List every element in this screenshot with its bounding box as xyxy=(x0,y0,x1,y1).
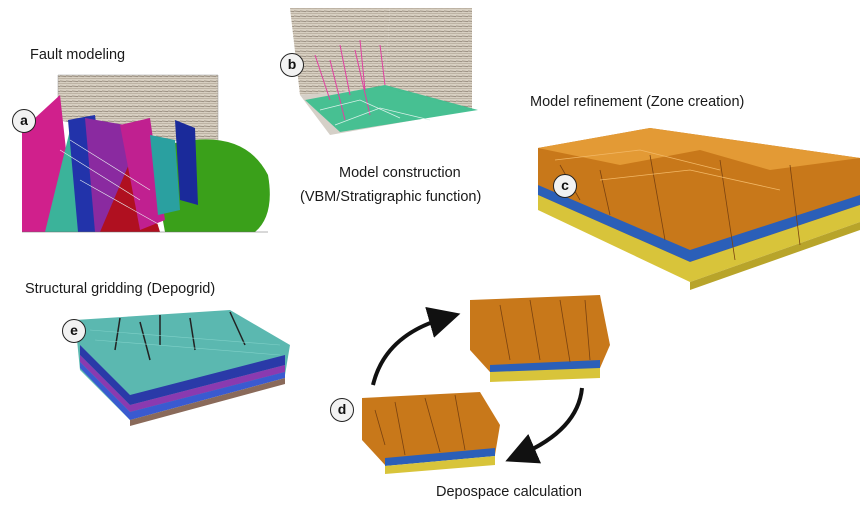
badge-c: c xyxy=(553,174,577,198)
depospace-block-top xyxy=(470,295,610,382)
depospace-block-bottom xyxy=(362,392,500,474)
structural-grid-image xyxy=(75,310,290,426)
depospace-calculation-label: Depospace calculation xyxy=(436,484,582,500)
structural-gridding-label: Structural gridding (Depogrid) xyxy=(25,281,216,297)
model-construction-label-line2: (VBM/Stratigraphic function) xyxy=(300,189,482,205)
model-refinement-label: Model refinement (Zone creation) xyxy=(530,94,745,110)
model-refinement-image xyxy=(538,128,860,290)
model-construction-label-line1: Model construction xyxy=(339,165,461,181)
cycle-arrow-up xyxy=(371,306,461,386)
fault-modeling-label: Fault modeling xyxy=(30,47,126,63)
fault-model-image xyxy=(22,74,270,233)
badge-e: e xyxy=(62,319,86,343)
badge-a: a xyxy=(12,109,36,133)
model-construction-image xyxy=(290,8,478,135)
cycle-arrow-down xyxy=(505,387,584,464)
badge-b: b xyxy=(280,53,304,77)
badge-d: d xyxy=(330,398,354,422)
